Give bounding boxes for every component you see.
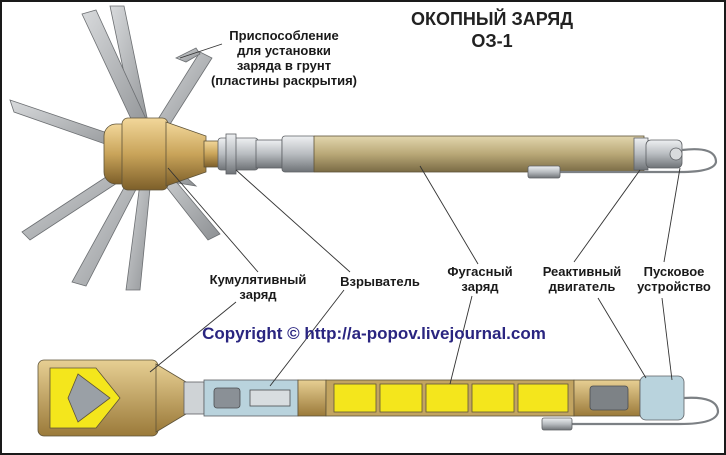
cutaway-collar	[297, 379, 327, 417]
page-title: ОКОПНЫЙ ЗАРЯД ОЗ-1	[392, 8, 592, 52]
leader-mounting	[179, 43, 223, 59]
leader-lines	[149, 43, 681, 387]
cutaway-neck	[183, 381, 205, 415]
label-cumulative-charge: Кумулятивный заряд	[209, 272, 307, 302]
leader-rocket-lower	[597, 297, 647, 379]
explosive-block-5	[517, 383, 569, 413]
detonator-mechanism	[213, 387, 241, 409]
explosive-block-2	[379, 383, 423, 413]
cutaway-cable	[572, 396, 720, 426]
coupling	[255, 139, 283, 169]
detonator-housing	[217, 137, 259, 171]
leader-cumulative-lower	[149, 301, 237, 373]
leader-explosive-upper	[419, 165, 479, 265]
shaped-charge-cone	[165, 121, 207, 187]
title-line-2: ОЗ-1	[471, 31, 513, 51]
lower-cutaway	[37, 359, 685, 437]
title-line-1: ОКОПНЫЙ ЗАРЯД	[410, 9, 574, 29]
label-launch-device: Пусковое устройство	[637, 264, 711, 294]
leader-launch-upper	[663, 167, 681, 263]
leader-rocket-upper	[573, 169, 641, 263]
upper-assembly	[103, 117, 683, 191]
copyright-text: Copyright © http://a-popov.livejournal.c…	[202, 324, 546, 343]
explosive-block-3	[425, 383, 469, 413]
launch-cable	[560, 148, 718, 174]
explosive-block-1	[333, 383, 377, 413]
label-detonator: Взрыватель	[340, 274, 420, 289]
explosive-block-4	[471, 383, 515, 413]
launcher-cap	[669, 147, 683, 161]
motor-grain	[589, 385, 629, 411]
coupling-collar	[281, 135, 317, 173]
leader-detonator-upper	[235, 169, 351, 273]
leader-launch-lower	[661, 297, 673, 381]
cutaway-connector	[541, 417, 573, 431]
explosive-tube	[313, 135, 645, 173]
label-mounting-device: Приспособление для установки заряда в гр…	[210, 28, 358, 88]
cutaway-cone	[155, 363, 187, 433]
cutaway-launcher	[639, 375, 685, 421]
label-explosive-charge: Фугасный заряд	[447, 264, 513, 294]
leader-cumulative-upper	[167, 167, 259, 273]
label-rocket-motor: Реактивный двигатель	[542, 264, 622, 294]
detonator-ring	[225, 133, 237, 175]
shaped-charge-body	[121, 117, 169, 191]
leader-detonator-lower	[269, 289, 345, 387]
leader-explosive-lower	[449, 295, 473, 385]
detonator-spring	[249, 389, 291, 407]
cutaway-liner	[67, 373, 111, 423]
cable-connector	[527, 165, 561, 179]
